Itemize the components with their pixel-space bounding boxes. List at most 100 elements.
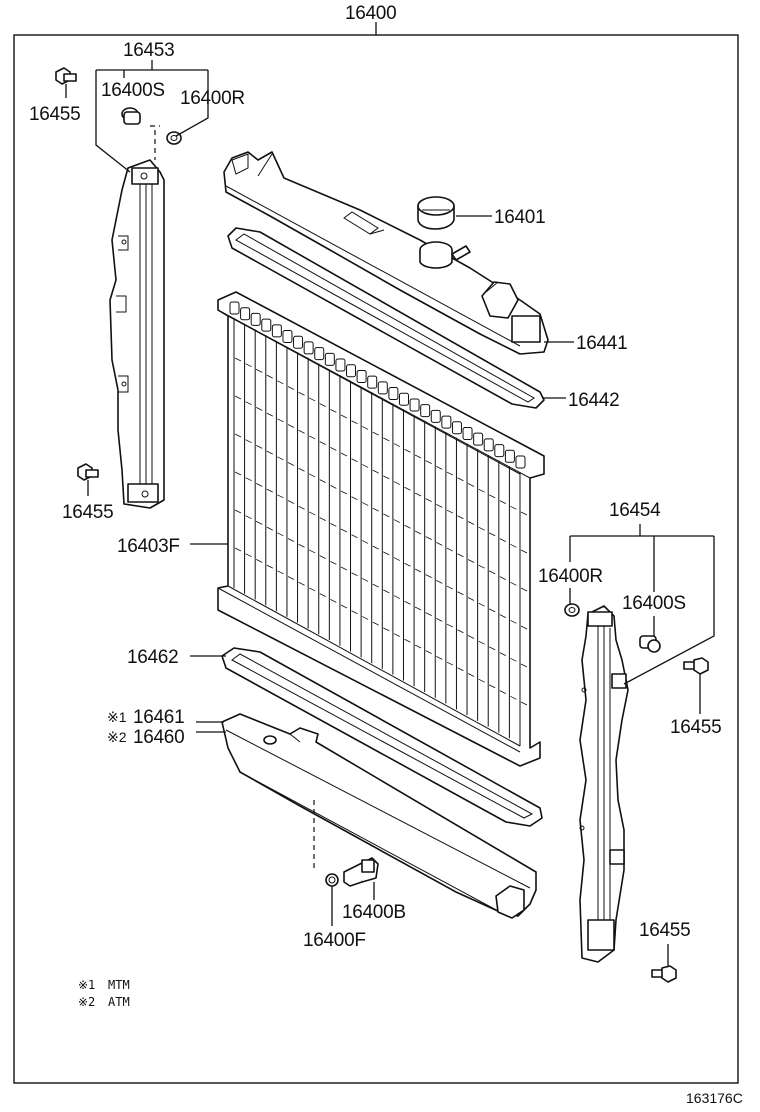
core-fin	[499, 538, 506, 542]
core-fin	[393, 633, 401, 637]
label-drain-cock: 16400B	[342, 902, 406, 923]
core-fin	[319, 403, 326, 407]
core-fin	[298, 391, 305, 396]
core-fin	[266, 564, 273, 569]
core-fin	[372, 583, 379, 588]
core-fin	[383, 589, 390, 594]
label-upper-tank: 16441	[576, 333, 627, 354]
core-fin	[266, 526, 273, 531]
core-fin	[361, 540, 369, 544]
core-header-tooth	[240, 307, 251, 321]
upper-gasket-part	[227, 227, 545, 409]
core-header-tooth	[261, 318, 272, 332]
core-fin	[308, 435, 316, 440]
core-fin	[457, 667, 464, 672]
core-fin	[467, 635, 475, 639]
core-fin	[425, 612, 432, 617]
core-fin	[287, 500, 295, 504]
core-header-tooth	[515, 455, 526, 469]
filler-neck-part	[419, 241, 471, 269]
core-fin	[457, 591, 464, 596]
core-fin	[436, 542, 443, 546]
core-fin	[330, 560, 337, 565]
label-bolt-upper-right: 16455	[670, 717, 721, 738]
core-header-tooth	[356, 369, 367, 383]
core-header-tooth	[451, 421, 462, 435]
core-fin	[510, 657, 517, 662]
core-header-tooth	[293, 335, 304, 349]
core-fin	[287, 576, 295, 580]
core-header-tooth	[367, 375, 378, 389]
core-fin	[404, 638, 411, 643]
core-fin	[330, 598, 337, 603]
core-fin	[287, 424, 295, 428]
core-header-tooth	[377, 381, 388, 395]
core-fin	[414, 606, 422, 611]
core-fin	[351, 610, 358, 615]
core-fin	[425, 536, 432, 541]
core-fin	[404, 562, 411, 567]
lower-tank-part	[221, 713, 537, 919]
core-fin	[372, 431, 379, 436]
core-fin	[298, 467, 305, 472]
cushion-s-right	[639, 635, 661, 653]
core-fin	[520, 663, 528, 668]
core-fin	[467, 483, 475, 487]
label-bracket-right: 16454	[609, 500, 661, 521]
core-fin	[520, 701, 528, 706]
core-fin	[414, 530, 422, 535]
label-lower-tank-atm: 16460	[133, 727, 184, 748]
core-fin	[436, 580, 443, 584]
core-fin	[510, 619, 517, 624]
core-fin	[277, 418, 284, 423]
core-fin	[499, 614, 506, 618]
core-fin	[266, 450, 273, 455]
core-fin	[340, 528, 348, 533]
leader-lines	[65, 60, 715, 966]
core-fin	[404, 524, 411, 529]
core-fin	[414, 568, 422, 573]
note-2-mark: ※2	[78, 995, 95, 1009]
core-fin	[245, 401, 252, 406]
core-fin	[499, 652, 506, 656]
core-header-tooth	[388, 387, 399, 401]
core-fin	[499, 500, 506, 504]
core-header-tooth	[441, 415, 452, 429]
core-fin	[245, 515, 252, 520]
core-fin	[361, 502, 369, 506]
core-header-tooth	[504, 449, 515, 463]
core-fin	[383, 513, 390, 518]
core-fin	[340, 604, 348, 609]
core-fin	[340, 566, 348, 571]
core-fin	[256, 407, 263, 411]
core-fin	[425, 574, 432, 579]
core-fin	[425, 460, 432, 465]
core-fin	[287, 462, 295, 466]
label-assembly: 16400	[345, 3, 396, 24]
core-header-tooth	[483, 438, 494, 452]
core-fin	[510, 695, 517, 700]
core-header-tooth	[324, 352, 335, 366]
core-fin	[457, 629, 464, 634]
label-bracket-left: 16453	[123, 40, 174, 61]
bolt-lower-left	[77, 463, 99, 481]
core-fin	[383, 551, 390, 556]
core-header-tooth	[420, 404, 431, 418]
label-cushion-s-left: 16400S	[101, 80, 165, 101]
note-2-text: ATM	[108, 995, 130, 1009]
core-header-tooth	[409, 398, 420, 412]
core-fin	[256, 483, 263, 487]
lower-gasket-part	[221, 647, 543, 827]
core-fin	[393, 557, 401, 561]
radiator-cap-part	[417, 196, 455, 230]
core-fin	[308, 511, 316, 516]
core-fin	[383, 627, 390, 632]
drain-oring-part	[325, 873, 339, 887]
core-fin	[414, 644, 422, 649]
core-fin	[234, 471, 242, 476]
bolt-lower-right	[651, 965, 677, 983]
core-header-tooth	[398, 392, 409, 406]
core-fin	[520, 511, 528, 516]
label-upper-gasket: 16442	[568, 390, 619, 411]
core-fin	[457, 477, 464, 482]
